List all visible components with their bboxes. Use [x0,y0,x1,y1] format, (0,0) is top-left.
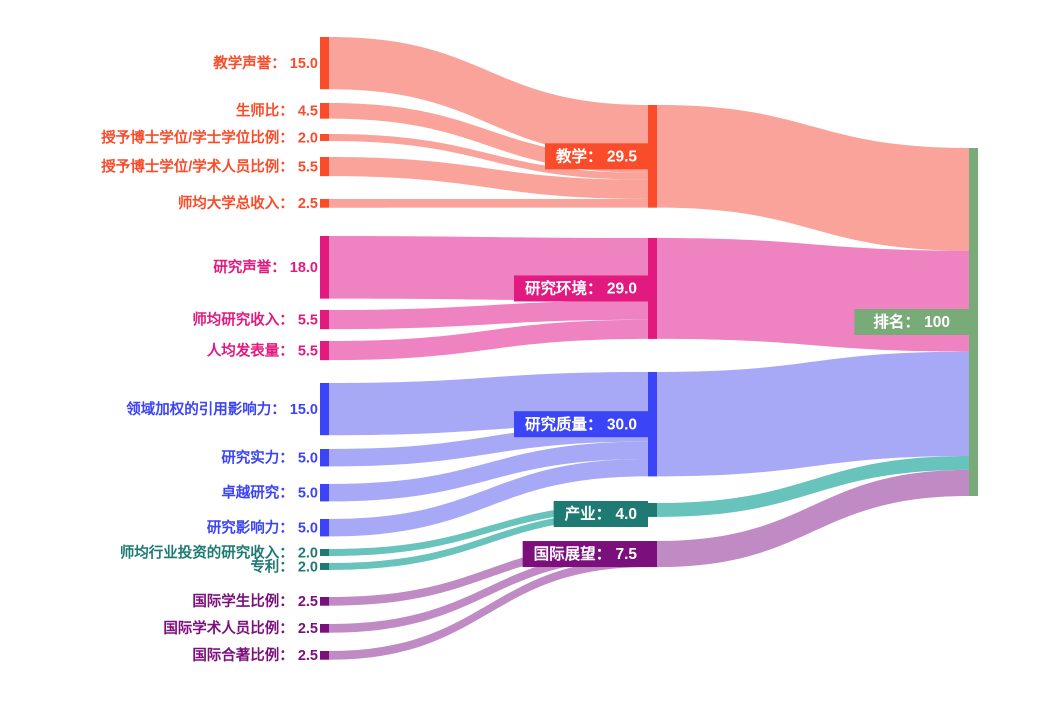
sankey-node-intl_staff[interactable] [320,624,329,633]
mid-node-label-box [514,411,648,438]
sankey-link[interactable] [657,469,969,568]
sankey-node-patents[interactable] [320,563,329,570]
sankey-link[interactable] [329,549,648,633]
sankey-node-industry[interactable] [648,503,657,517]
source-node-label: 研究实力： 5.0 [221,449,318,467]
sankey-node-teaching_rep[interactable] [320,37,329,90]
source-node-label: 师均研究收入： 5.5 [192,310,318,328]
sankey-link[interactable] [657,351,969,477]
sankey-node-res_excellence[interactable] [320,484,329,502]
sankey-node-intl_students[interactable] [320,597,329,606]
sankey-link[interactable] [329,503,648,556]
sankey-node-intl_coauth[interactable] [320,651,329,660]
sankey-node-research_quality[interactable] [648,372,657,477]
mid-node-label-box [514,275,648,302]
source-node-label: 卓越研究： 5.0 [221,484,318,502]
rank-node-label-box [854,309,969,335]
sankey-node-research_env[interactable] [648,238,657,339]
mid-node-label: 研究质量： 30.0 [525,414,637,433]
rank-node-label: 排名： 100 [873,312,950,331]
sankey-node-res_influence[interactable] [320,519,329,537]
mid-node-label: 研究环境： 29.0 [525,279,637,298]
sankey-link[interactable] [329,319,648,361]
sankey-node-international[interactable] [648,541,657,568]
sankey-node-industry_income[interactable] [320,549,329,556]
source-node-label: 授予博士学位/学士学位比例： 2.0 [101,128,318,146]
nodes-layer [320,37,978,660]
source-node-label: 师均行业投资的研究收入： 2.0 [120,543,318,561]
sankey-link[interactable] [657,105,969,251]
mid-node-label-box [545,143,648,170]
sankey-link[interactable] [657,455,969,517]
mid-node-label: 教学： 29.5 [556,146,637,165]
sankey-node-research_rep[interactable] [320,236,329,299]
sankey-link[interactable] [329,459,648,537]
sankey-link[interactable] [329,558,648,660]
sankey-node-inst_income[interactable] [320,199,329,208]
sankey-node-rank[interactable] [969,148,978,496]
sankey-node-teaching[interactable] [648,105,657,208]
sankey-link[interactable] [329,300,648,330]
sankey-link[interactable] [329,157,648,199]
source-node-label: 生师比： 4.5 [236,102,318,120]
source-node-label: 专利： 2.0 [250,557,318,575]
sankey-link[interactable] [329,198,648,208]
sankey-link[interactable] [329,441,648,502]
source-node-label: 国际学生比例： 2.5 [192,592,318,610]
source-node-label: 教学声誉： 15.0 [212,54,318,72]
mid-node-label: 国际展望： 7.5 [534,544,638,563]
source-node-label: 授予博士学位/学术人员比例： 5.5 [101,157,318,175]
sankey-node-pubs[interactable] [320,341,329,361]
source-node-label: 领域加权的引用影响力： 15.0 [126,400,318,418]
sankey-node-student_staff[interactable] [320,103,329,119]
source-node-label: 人均发表量： 5.5 [207,341,318,359]
source-node-label: 研究声誉： 18.0 [213,258,318,276]
sankey-node-doc_staff[interactable] [320,157,329,177]
source-node-label: 师均大学总收入： 2.5 [178,194,318,212]
sankey-node-res_strength[interactable] [320,449,329,467]
sankey-link[interactable] [329,541,648,606]
sankey-link[interactable] [329,509,648,570]
sankey-link[interactable] [329,37,648,158]
source-node-label: 国际学术人员比例： 2.5 [163,619,318,637]
mid-node-label: 产业： 4.0 [565,504,637,523]
labels-layer: 教学声誉： 15.0 生师比： 4.5 授予博士学位/学士学位比例： 2.0 授予博士… [101,54,969,664]
mid-node-label-box [522,541,648,568]
source-node-label: 研究影响力： 5.0 [207,519,318,537]
sankey-node-fwci[interactable] [320,383,329,436]
sankey-node-doc_bach[interactable] [320,134,329,141]
sankey-link[interactable] [329,134,648,180]
mid-node-label-box [553,501,648,527]
source-node-label: 国际合著比例： 2.5 [192,646,318,664]
sankey-node-research_income[interactable] [320,310,329,330]
